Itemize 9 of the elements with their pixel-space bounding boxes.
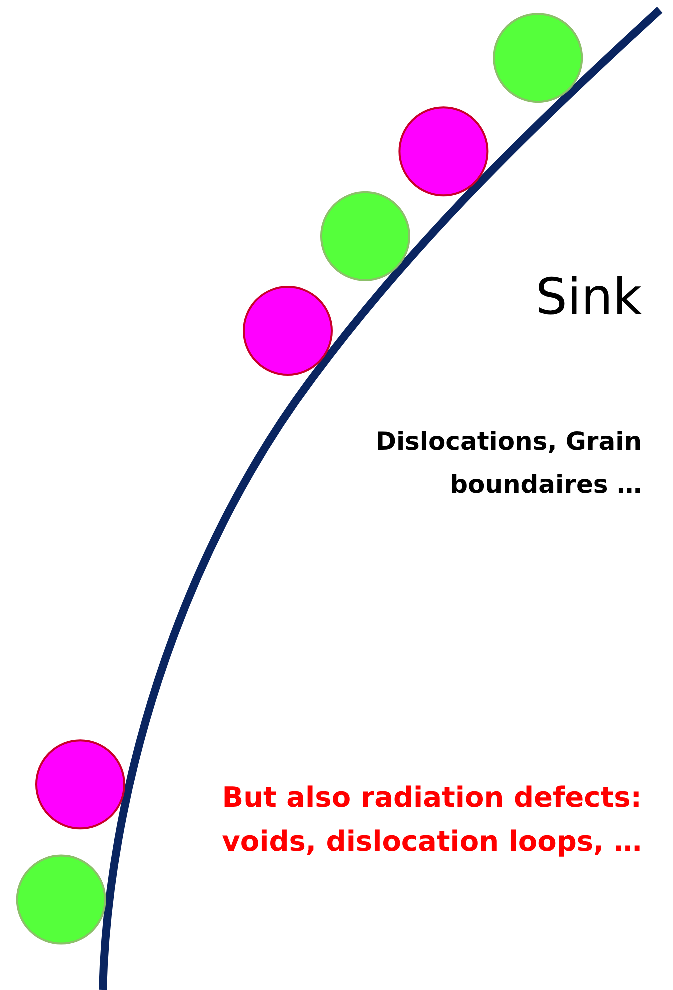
radiation-defects-text: But also radiation defects: voids, dislocation loops, … bbox=[221, 780, 642, 860]
defect-circle bbox=[320, 191, 410, 282]
defect-circle bbox=[36, 740, 126, 830]
defect-circle bbox=[493, 13, 584, 104]
defect-circle bbox=[243, 286, 333, 376]
sink-label: Sink bbox=[536, 268, 642, 326]
defect-circle bbox=[16, 854, 106, 945]
sink-examples-text: Dislocations, Grain boundaires … bbox=[374, 426, 642, 501]
defect-circle bbox=[398, 106, 489, 197]
